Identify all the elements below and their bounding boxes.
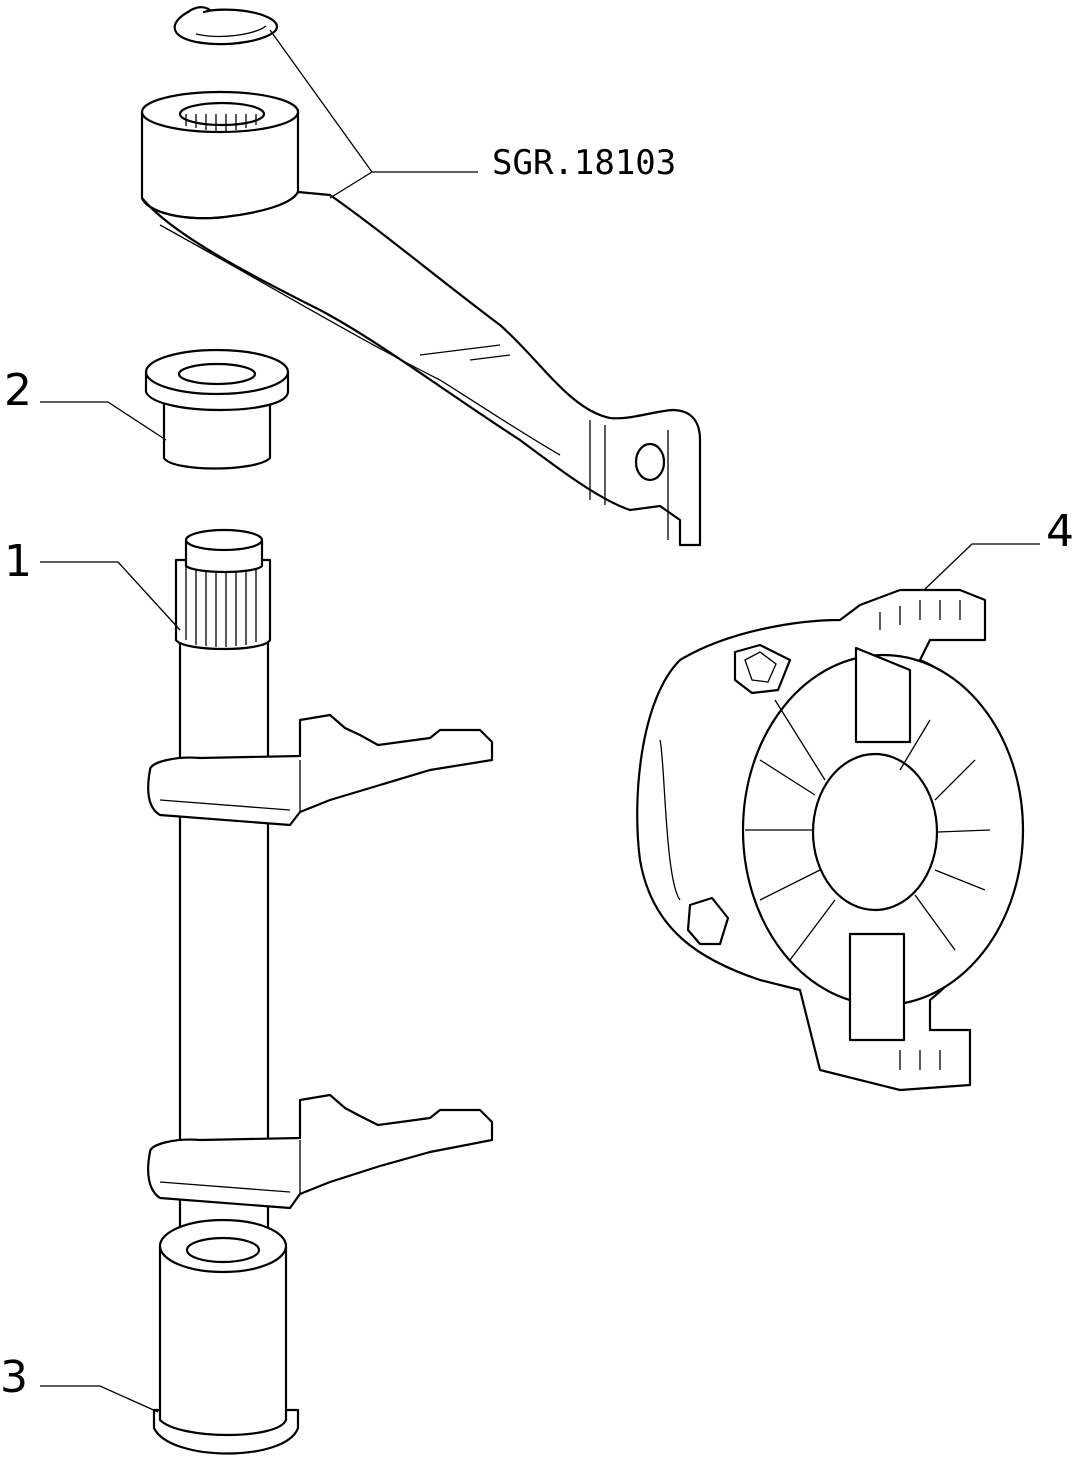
leader-lever: [329, 171, 373, 199]
leader-lines: [40, 29, 1040, 1413]
release-bearing-part: [636, 588, 1025, 1092]
leader-1: [40, 561, 181, 631]
callout-1: 1: [4, 536, 32, 587]
fork-shaft-part: [147, 528, 494, 1296]
leader-2: [40, 401, 167, 441]
leader-circlip: [269, 29, 478, 173]
callout-4: 4: [1046, 506, 1074, 557]
reference-code-label: SGR.18103: [492, 143, 676, 183]
callout-3: 3: [0, 1352, 28, 1403]
upper-bush-part: [144, 348, 290, 470]
leader-3: [40, 1385, 159, 1413]
circlip-part: [173, 6, 279, 46]
leader-4: [923, 543, 1040, 591]
lower-bush-part: [152, 1218, 300, 1455]
release-lever-part: [140, 90, 702, 547]
callout-2: 2: [4, 365, 32, 416]
